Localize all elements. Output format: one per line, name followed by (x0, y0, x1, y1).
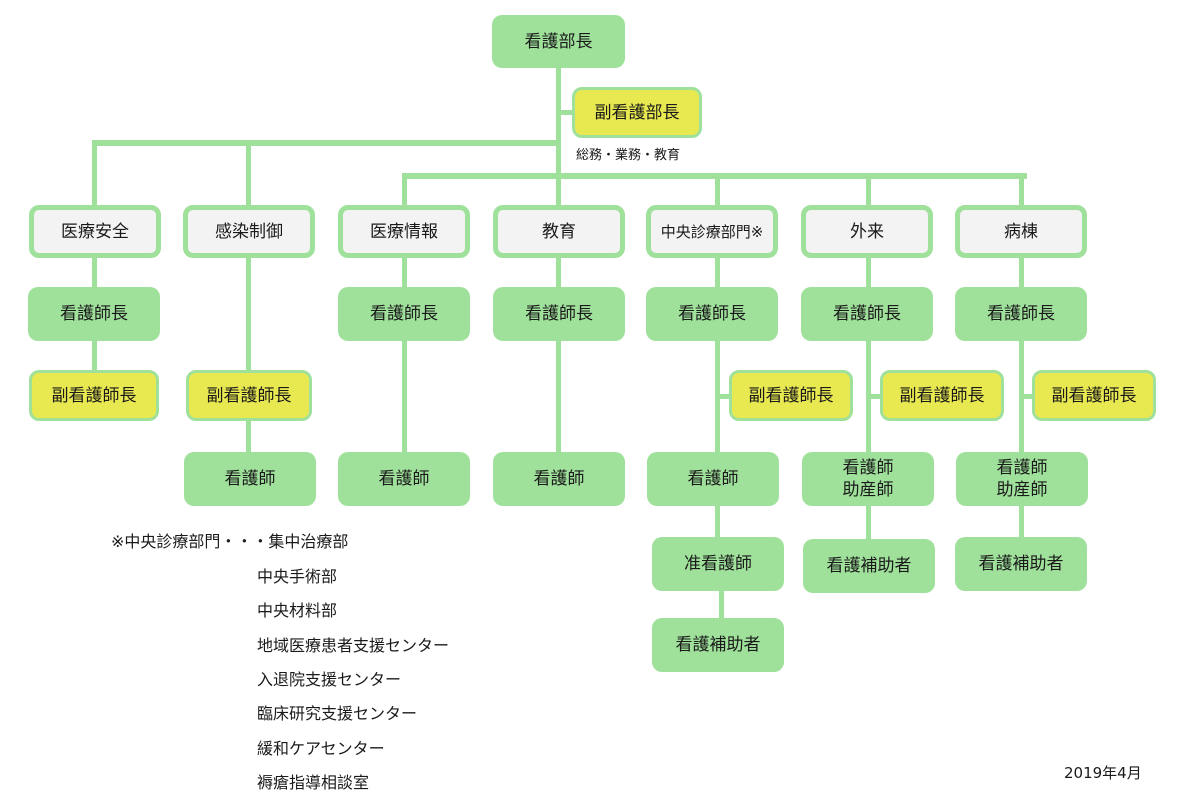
connector-v-safety (92, 140, 97, 210)
node-outpatient-nurse-midwife: 看護師 助産師 (802, 452, 934, 506)
node-infection-nurse: 看護師 (184, 452, 316, 506)
node-outpatient-deputy: 副看護師長 (880, 370, 1004, 421)
label-midwife: 助産師 (996, 480, 1048, 500)
node-education-nurse: 看護師 (493, 452, 625, 506)
node-ward-nurse-midwife: 看護師 助産師 (956, 452, 1088, 506)
dept-ward: 病棟 (955, 205, 1087, 258)
dept-outpatient: 外来 (801, 205, 933, 258)
connector-lower-horizontal (402, 173, 1027, 179)
connector-v-infection (246, 140, 251, 210)
deputy-note: 総務・業務・教育 (576, 148, 681, 163)
connector-v-info (402, 173, 407, 210)
node-education-head-nurse: 看護師長 (493, 287, 625, 341)
node-central-deputy: 副看護師長 (729, 370, 853, 421)
node-ward-assistant: 看護補助者 (955, 537, 1087, 591)
node-outpatient-assistant: 看護補助者 (803, 539, 935, 593)
dept-infection: 感染制御 (183, 205, 315, 258)
label-midwife: 助産師 (842, 480, 894, 500)
connector-v-central (715, 173, 720, 210)
date-label: 2019年4月 (1064, 764, 1142, 782)
node-safety-deputy: 副看護師長 (29, 370, 159, 421)
connector-col-infection (246, 255, 251, 455)
connector-branch-outpatient (866, 394, 884, 399)
connector-branch-central (715, 394, 733, 399)
node-info-nurse: 看護師 (338, 452, 470, 506)
connector-col-info (402, 255, 407, 455)
node-infection-deputy: 副看護師長 (186, 370, 312, 421)
connector-branch-ward (1019, 394, 1037, 399)
node-head-of-nursing: 看護部長 (492, 15, 625, 68)
connector-col-central-a (715, 255, 720, 455)
connector-root-trunk (556, 66, 561, 178)
node-outpatient-head-nurse: 看護師長 (801, 287, 933, 341)
footnote-item: 地域医療患者支援センター (257, 636, 450, 655)
footnote-item: 中央手術部 (257, 567, 338, 586)
connector-v-education (556, 173, 561, 210)
connector-col-education (556, 255, 561, 455)
footnote-item: 褥瘡指導相談室 (257, 773, 370, 792)
footnote-item: 入退院支援センター (257, 670, 402, 689)
footnote-item: 中央材料部 (257, 601, 338, 620)
connector-v-outpatient (866, 173, 871, 210)
dept-safety: 医療安全 (29, 205, 161, 258)
dept-central: 中央診療部門※ (646, 205, 778, 258)
connector-deputy (556, 110, 576, 115)
node-ward-head-nurse: 看護師長 (955, 287, 1087, 341)
connector-v-ward (1019, 173, 1024, 210)
label-nurse: 看護師 (996, 458, 1048, 478)
node-central-head-nurse: 看護師長 (646, 287, 778, 341)
node-safety-head-nurse: 看護師長 (28, 287, 160, 341)
node-central-nurse: 看護師 (647, 452, 779, 506)
connector-upper-horizontal (92, 140, 561, 146)
connector-col-central-b (715, 500, 720, 545)
label-nurse: 看護師 (842, 458, 894, 478)
node-ward-deputy: 副看護師長 (1032, 370, 1156, 421)
footnote-item: 緩和ケアセンター (257, 739, 385, 758)
node-info-head-nurse: 看護師長 (338, 287, 470, 341)
footnote-item: 臨床研究支援センター (257, 704, 418, 723)
node-central-assistant: 看護補助者 (652, 618, 784, 672)
node-central-assoc-nurse: 准看護師 (652, 537, 784, 591)
node-deputy-head-of-nursing: 副看護部長 (572, 87, 702, 138)
connector-col-ward (1019, 255, 1024, 545)
dept-education: 教育 (493, 205, 625, 258)
connector-col-central-c (719, 585, 724, 625)
dept-info: 医療情報 (338, 205, 470, 258)
connector-col-outpatient (866, 255, 871, 545)
footnote-lead: ※中央診療部門・・・集中治療部 (111, 532, 349, 551)
